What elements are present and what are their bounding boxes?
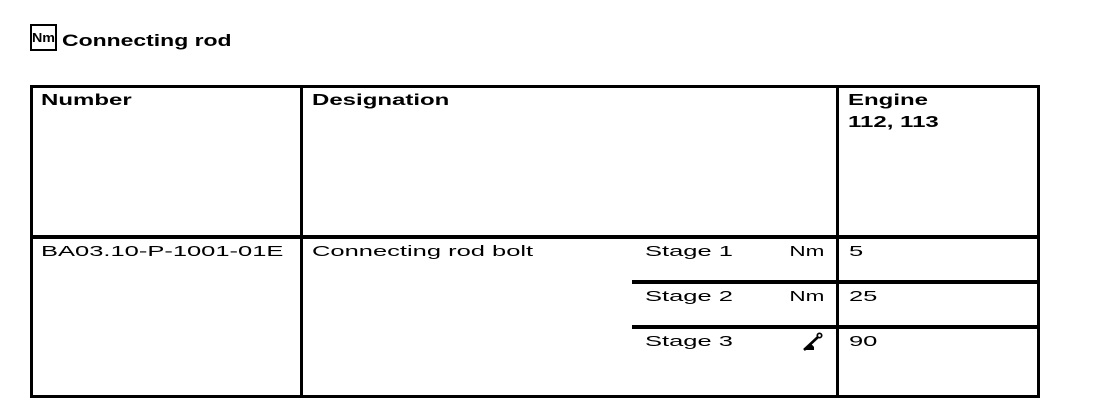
column-divider-number-designation — [300, 85, 303, 398]
cell-designation: Connecting rod bolt — [312, 243, 534, 260]
column-header-number: Number — [41, 92, 132, 109]
column-header-designation: Designation — [312, 92, 450, 109]
stage-2-value: 25 — [849, 288, 878, 305]
stage-divider-2 — [632, 325, 1040, 329]
stage-divider-1 — [632, 280, 1040, 284]
angle-degree-icon — [800, 331, 824, 355]
column-header-engine: Engine 112, 113 — [848, 92, 939, 131]
page-title: Connecting rod — [62, 31, 232, 50]
column-divider-designation-engine — [836, 85, 839, 398]
torque-table — [30, 85, 1040, 398]
stage-2-label: Stage 2 — [645, 288, 733, 305]
cell-document-number: BA03.10-P-1001-01E — [41, 243, 284, 260]
stage-2-unit: Nm — [789, 288, 824, 305]
stage-3-value: 90 — [849, 333, 878, 350]
nm-torque-icon-label: Nm — [31, 30, 56, 45]
stage-3-label: Stage 3 — [645, 333, 733, 350]
nm-torque-icon: Nm — [30, 24, 57, 51]
header-body-divider — [30, 235, 1040, 239]
stage-1-label: Stage 1 — [645, 243, 733, 260]
stage-1-value: 5 — [849, 243, 864, 260]
stage-1-unit: Nm — [789, 243, 824, 260]
